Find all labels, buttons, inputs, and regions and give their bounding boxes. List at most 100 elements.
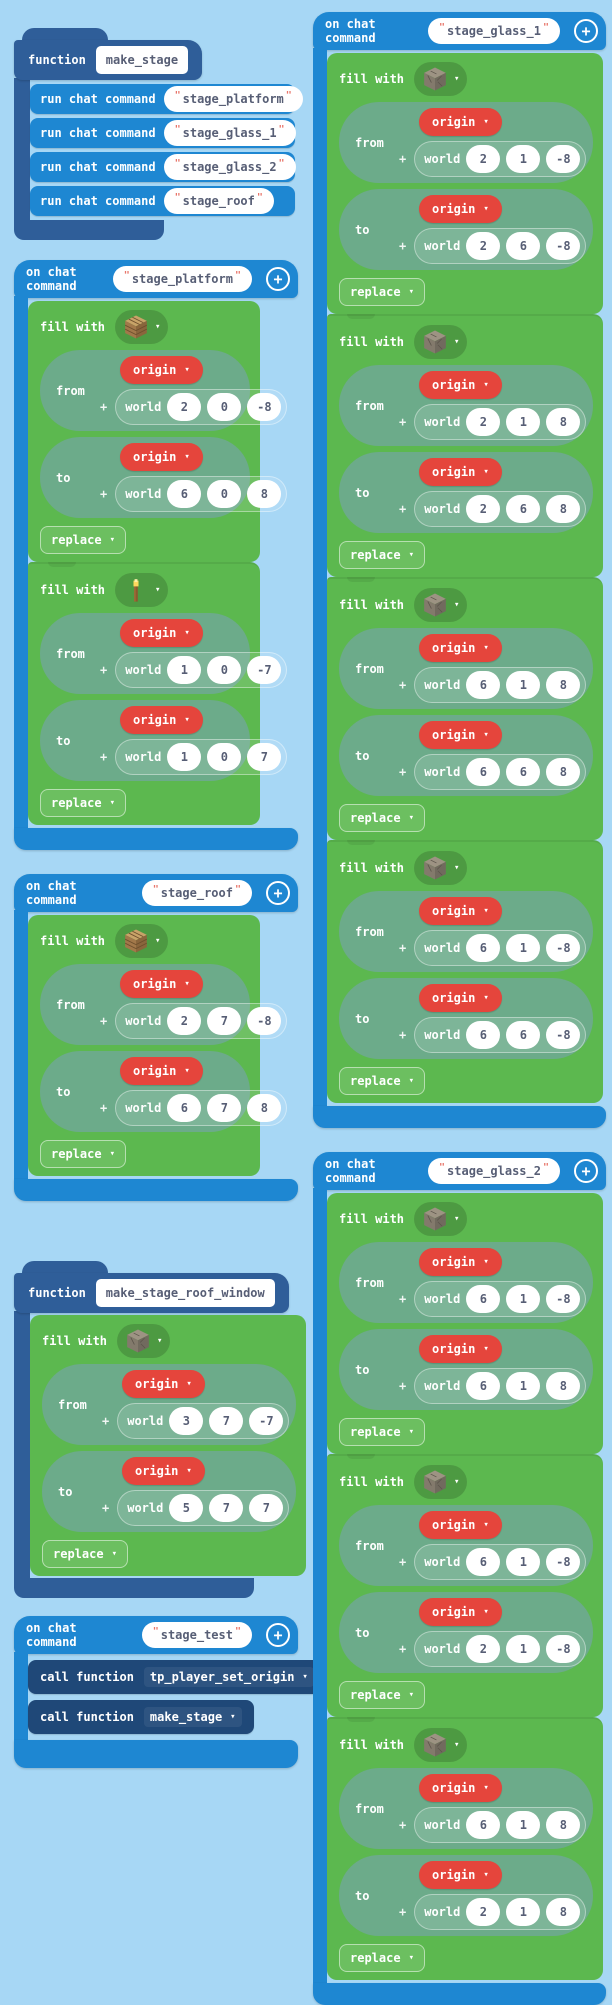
x-value[interactable]: 6 bbox=[167, 480, 202, 508]
y-value[interactable]: 0 bbox=[207, 656, 242, 684]
world-position-block[interactable]: world 6 1 8 bbox=[414, 1368, 587, 1404]
origin-dropdown[interactable]: origin▾ bbox=[419, 897, 502, 925]
x-value[interactable]: 6 bbox=[466, 1021, 501, 1049]
world-position-block[interactable]: world 6 0 8 bbox=[115, 476, 288, 512]
origin-dropdown[interactable]: origin▾ bbox=[419, 371, 502, 399]
world-position-block[interactable]: world 5 7 7 bbox=[117, 1490, 290, 1526]
command-name-field[interactable]: "stage_glass_1" bbox=[163, 120, 296, 146]
z-value[interactable]: 8 bbox=[546, 758, 581, 786]
world-position-block[interactable]: world 6 6 -8 bbox=[414, 1017, 587, 1053]
origin-dropdown[interactable]: origin▾ bbox=[419, 1598, 502, 1626]
origin-dropdown[interactable]: origin▾ bbox=[419, 1774, 502, 1802]
fill-block[interactable]: fill with ▾ from origin▾ + world 6 1 8 bbox=[327, 577, 603, 840]
from-position-block[interactable]: from origin▾ + world 6 1 8 bbox=[339, 1768, 593, 1849]
to-position-block[interactable]: to origin▾ + world 6 6 8 bbox=[339, 715, 593, 796]
world-position-block[interactable]: world 6 7 8 bbox=[115, 1090, 288, 1126]
world-position-block[interactable]: world 1 0 7 bbox=[115, 739, 288, 775]
function-header[interactable]: function make_stage bbox=[14, 40, 203, 80]
x-value[interactable]: 6 bbox=[466, 1811, 501, 1839]
y-value[interactable]: 6 bbox=[506, 232, 541, 260]
z-value[interactable]: 8 bbox=[546, 1811, 581, 1839]
world-position-block[interactable]: world 2 0 -8 bbox=[115, 389, 288, 425]
to-position-block[interactable]: to origin▾ + world 2 1 8 bbox=[339, 1855, 593, 1936]
x-value[interactable]: 2 bbox=[466, 232, 501, 260]
y-value[interactable]: 1 bbox=[506, 145, 541, 173]
origin-dropdown[interactable]: origin▾ bbox=[419, 195, 502, 223]
origin-dropdown[interactable]: origin▾ bbox=[120, 970, 203, 998]
z-value[interactable]: -7 bbox=[249, 1407, 284, 1435]
x-value[interactable]: 1 bbox=[167, 656, 202, 684]
y-value[interactable]: 7 bbox=[209, 1407, 244, 1435]
command-name-field[interactable]: "stage_glass_1" bbox=[428, 18, 560, 44]
block-dropdown[interactable]: ▾ bbox=[414, 851, 468, 885]
y-value[interactable]: 7 bbox=[209, 1494, 244, 1522]
x-value[interactable]: 2 bbox=[466, 495, 501, 523]
fill-block[interactable]: fill with ▾ from origin▾ + world 3 7 -7 bbox=[30, 1315, 306, 1576]
replace-dropdown[interactable]: replace▾ bbox=[339, 1681, 425, 1709]
on-chat-command-header[interactable]: on chat command "stage_roof" + bbox=[14, 874, 298, 912]
fill-block[interactable]: fill with ▾ from origin▾ + world 6 1 8 bbox=[327, 1717, 603, 1980]
replace-dropdown[interactable]: replace▾ bbox=[339, 278, 425, 306]
origin-dropdown[interactable]: origin▾ bbox=[419, 721, 502, 749]
x-value[interactable]: 2 bbox=[466, 1635, 501, 1663]
y-value[interactable]: 1 bbox=[506, 671, 541, 699]
function-name-dropdown[interactable]: tp_player_set_origin▾ bbox=[143, 1667, 314, 1687]
to-position-block[interactable]: to origin▾ + world 2 6 -8 bbox=[339, 189, 593, 270]
y-value[interactable]: 1 bbox=[506, 408, 541, 436]
origin-dropdown[interactable]: origin▾ bbox=[419, 634, 502, 662]
x-value[interactable]: 6 bbox=[466, 1548, 501, 1576]
origin-dropdown[interactable]: origin▾ bbox=[120, 619, 203, 647]
fill-block[interactable]: fill with ▾ from origin▾ + world 1 0 -7 bbox=[28, 562, 288, 825]
z-value[interactable]: 8 bbox=[546, 1898, 581, 1926]
replace-dropdown[interactable]: replace▾ bbox=[339, 1944, 425, 1972]
on-chat-command-header[interactable]: on chat command "stage_glass_2" + bbox=[313, 1152, 606, 1190]
world-position-block[interactable]: world 2 7 -8 bbox=[115, 1003, 288, 1039]
z-value[interactable]: -8 bbox=[247, 1007, 282, 1035]
x-value[interactable]: 2 bbox=[167, 393, 202, 421]
to-position-block[interactable]: to origin▾ + world 6 1 8 bbox=[339, 1329, 593, 1410]
from-position-block[interactable]: from origin▾ + world 6 1 -8 bbox=[339, 891, 593, 972]
x-value[interactable]: 5 bbox=[169, 1494, 204, 1522]
world-position-block[interactable]: world 2 1 -8 bbox=[414, 1631, 587, 1667]
fill-block[interactable]: fill with ▾ from origin▾ + world 6 1 -8 bbox=[327, 1454, 603, 1717]
x-value[interactable]: 1 bbox=[167, 743, 202, 771]
to-position-block[interactable]: to origin▾ + world 6 0 8 bbox=[40, 437, 288, 518]
from-position-block[interactable]: from origin▾ + world 6 1 8 bbox=[339, 628, 593, 709]
y-value[interactable]: 0 bbox=[207, 393, 242, 421]
on-chat-command-header[interactable]: on chat command "stage_test" + bbox=[14, 1616, 298, 1654]
world-position-block[interactable]: world 6 1 -8 bbox=[414, 1281, 587, 1317]
x-value[interactable]: 6 bbox=[466, 934, 501, 962]
function-name-field[interactable]: make_stage bbox=[95, 46, 189, 74]
world-position-block[interactable]: world 2 1 8 bbox=[414, 404, 587, 440]
block-dropdown[interactable]: ▾ bbox=[117, 1324, 171, 1358]
z-value[interactable]: -8 bbox=[546, 1285, 581, 1313]
replace-dropdown[interactable]: replace▾ bbox=[40, 526, 126, 554]
to-position-block[interactable]: to origin▾ + world 2 6 8 bbox=[339, 452, 593, 533]
world-position-block[interactable]: world 6 1 -8 bbox=[414, 1544, 587, 1580]
block-dropdown[interactable]: ▾ bbox=[115, 924, 169, 958]
call-function-block[interactable]: call function tp_player_set_origin▾ bbox=[28, 1660, 326, 1694]
z-value[interactable]: -8 bbox=[247, 393, 282, 421]
to-position-block[interactable]: to origin▾ + world 2 1 -8 bbox=[339, 1592, 593, 1673]
from-position-block[interactable]: from origin▾ + world 2 1 -8 bbox=[339, 102, 593, 183]
world-position-block[interactable]: world 2 1 8 bbox=[414, 1894, 587, 1930]
replace-dropdown[interactable]: replace▾ bbox=[40, 1140, 126, 1168]
y-value[interactable]: 6 bbox=[506, 758, 541, 786]
replace-dropdown[interactable]: replace▾ bbox=[42, 1540, 128, 1568]
z-value[interactable]: -7 bbox=[247, 656, 282, 684]
on-chat-command-header[interactable]: on chat command "stage_platform" + bbox=[14, 260, 298, 298]
origin-dropdown[interactable]: origin▾ bbox=[419, 984, 502, 1012]
z-value[interactable]: 8 bbox=[247, 480, 282, 508]
to-position-block[interactable]: to origin▾ + world 1 0 7 bbox=[40, 700, 288, 781]
from-position-block[interactable]: from origin▾ + world 2 0 -8 bbox=[40, 350, 288, 431]
fill-block[interactable]: fill with ▾ from origin▾ + world 6 1 -8 bbox=[327, 840, 603, 1103]
world-position-block[interactable]: world 2 1 -8 bbox=[414, 141, 587, 177]
add-parameter-icon[interactable]: + bbox=[266, 881, 290, 905]
block-dropdown[interactable]: ▾ bbox=[414, 1202, 468, 1236]
from-position-block[interactable]: from origin▾ + world 2 7 -8 bbox=[40, 964, 288, 1045]
add-parameter-icon[interactable]: + bbox=[574, 1159, 598, 1183]
z-value[interactable]: -8 bbox=[546, 145, 581, 173]
x-value[interactable]: 3 bbox=[169, 1407, 204, 1435]
x-value[interactable]: 2 bbox=[466, 408, 501, 436]
fill-block[interactable]: fill with ▾ from origin▾ + world 2 1 -8 bbox=[327, 53, 603, 314]
